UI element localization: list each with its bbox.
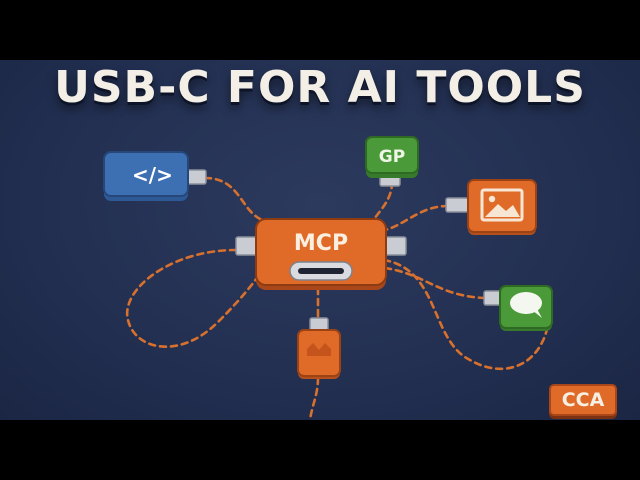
line-loop-left: [125, 248, 264, 348]
headline: USB-C FOR AI TOOLS: [54, 62, 586, 113]
gp-label: GP: [379, 147, 405, 167]
chat-device: [483, 285, 553, 331]
gp-device: GP: [365, 136, 419, 187]
line-down: [308, 376, 320, 420]
usb-stick-device: [297, 317, 341, 379]
mcp-hub: MCP: [235, 218, 407, 290]
letterbox-bottom: [0, 420, 640, 480]
line-chat: [383, 266, 500, 300]
diagram-canvas: </> GP MCP: [103, 136, 553, 420]
code-device: </>: [103, 151, 207, 201]
image-icon: [480, 188, 524, 222]
chat-icon: [510, 292, 542, 318]
letterbox-top: [0, 0, 640, 60]
line-image: [383, 204, 450, 232]
cca-badge: CCA: [549, 384, 617, 416]
code-icon: </>: [132, 163, 173, 187]
line-code: [203, 176, 264, 222]
connection-lines: [125, 176, 550, 420]
line-loop-right: [382, 258, 550, 371]
thumbnail-stage: </> GP MCP: [0, 60, 640, 420]
image-device: [445, 179, 537, 235]
line-gp: [370, 180, 394, 224]
mcp-label: MCP: [294, 231, 348, 256]
usb-stick-icon: [307, 343, 331, 356]
